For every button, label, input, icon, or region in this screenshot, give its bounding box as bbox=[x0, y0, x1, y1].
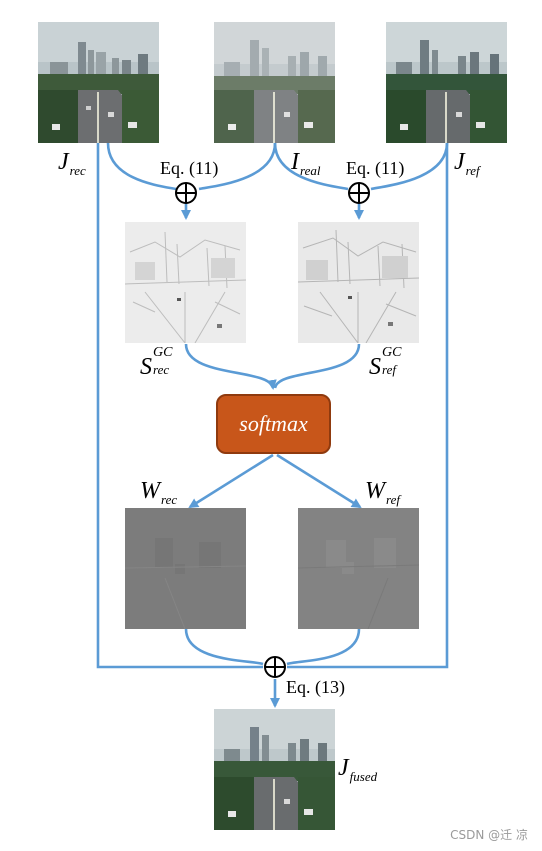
plus-node-eq11-right bbox=[348, 182, 370, 204]
label-s-ref-main: S bbox=[369, 354, 381, 380]
label-j-ref-main: J bbox=[454, 149, 465, 175]
wire-jrec-to-eq13 bbox=[96, 143, 263, 669]
eq-11-left-label: Eq. (11) bbox=[160, 158, 219, 178]
wire-wref-to-eq13 bbox=[286, 628, 361, 666]
label-s-rec-sub: rec bbox=[153, 362, 170, 377]
wire-softmax-to-wref bbox=[276, 453, 362, 509]
image-w-rec bbox=[125, 508, 246, 629]
wire-ireal-to-eq11-right bbox=[273, 142, 349, 191]
image-j-rec bbox=[38, 22, 159, 143]
wire-sref-to-softmax bbox=[273, 343, 361, 389]
label-s-ref-sup: GC bbox=[382, 345, 402, 360]
label-j-fused-main: J bbox=[338, 755, 349, 781]
label-s-rec-sup: GC bbox=[153, 345, 173, 360]
label-s-ref-sub: ref bbox=[382, 362, 396, 377]
label-j-fused: Jfused bbox=[338, 756, 377, 783]
wire-srec-to-softmax bbox=[184, 343, 277, 390]
image-s-ref bbox=[298, 222, 419, 343]
wire-jrec-to-eq11-left bbox=[106, 142, 177, 191]
label-j-ref-sub: ref bbox=[465, 163, 480, 178]
eq-11-right-label: Eq. (11) bbox=[346, 158, 405, 178]
label-i-real-sub: real bbox=[300, 163, 321, 178]
eq-13-label: Eq. (13) bbox=[286, 677, 345, 697]
label-j-rec-sub: rec bbox=[69, 163, 86, 178]
label-i-real-main: I bbox=[291, 149, 299, 175]
wire-softmax-to-wrec bbox=[188, 453, 274, 509]
image-i-real bbox=[214, 22, 335, 143]
image-w-ref bbox=[298, 508, 419, 629]
softmax-block: softmax bbox=[216, 394, 331, 454]
image-j-ref bbox=[386, 22, 507, 143]
image-j-fused bbox=[214, 709, 335, 830]
wire-wrec-to-eq13 bbox=[184, 628, 264, 666]
wire-ireal-to-eq11-left bbox=[198, 142, 277, 191]
image-s-rec bbox=[125, 222, 246, 343]
label-j-ref: Jref bbox=[454, 150, 480, 177]
plus-node-eq13 bbox=[264, 656, 286, 678]
label-j-rec: Jrec bbox=[58, 150, 86, 177]
watermark: CSDN @迁 凉 bbox=[450, 828, 528, 842]
label-w-rec: Wrec bbox=[140, 479, 177, 506]
wire-jref-to-eq13 bbox=[287, 143, 449, 669]
label-i-real: Ireal bbox=[291, 150, 320, 177]
label-w-rec-sub: rec bbox=[161, 492, 178, 507]
label-w-ref: Wref bbox=[365, 479, 400, 506]
wire-jref-to-eq11-right bbox=[370, 142, 449, 191]
label-s-rec-main: S bbox=[140, 354, 152, 380]
label-w-ref-main: W bbox=[365, 478, 385, 504]
label-w-ref-sub: ref bbox=[386, 492, 400, 507]
plus-node-eq11-left bbox=[175, 182, 197, 204]
label-w-rec-main: W bbox=[140, 478, 160, 504]
label-j-fused-sub: fused bbox=[349, 769, 378, 784]
label-j-rec-main: J bbox=[58, 149, 69, 175]
